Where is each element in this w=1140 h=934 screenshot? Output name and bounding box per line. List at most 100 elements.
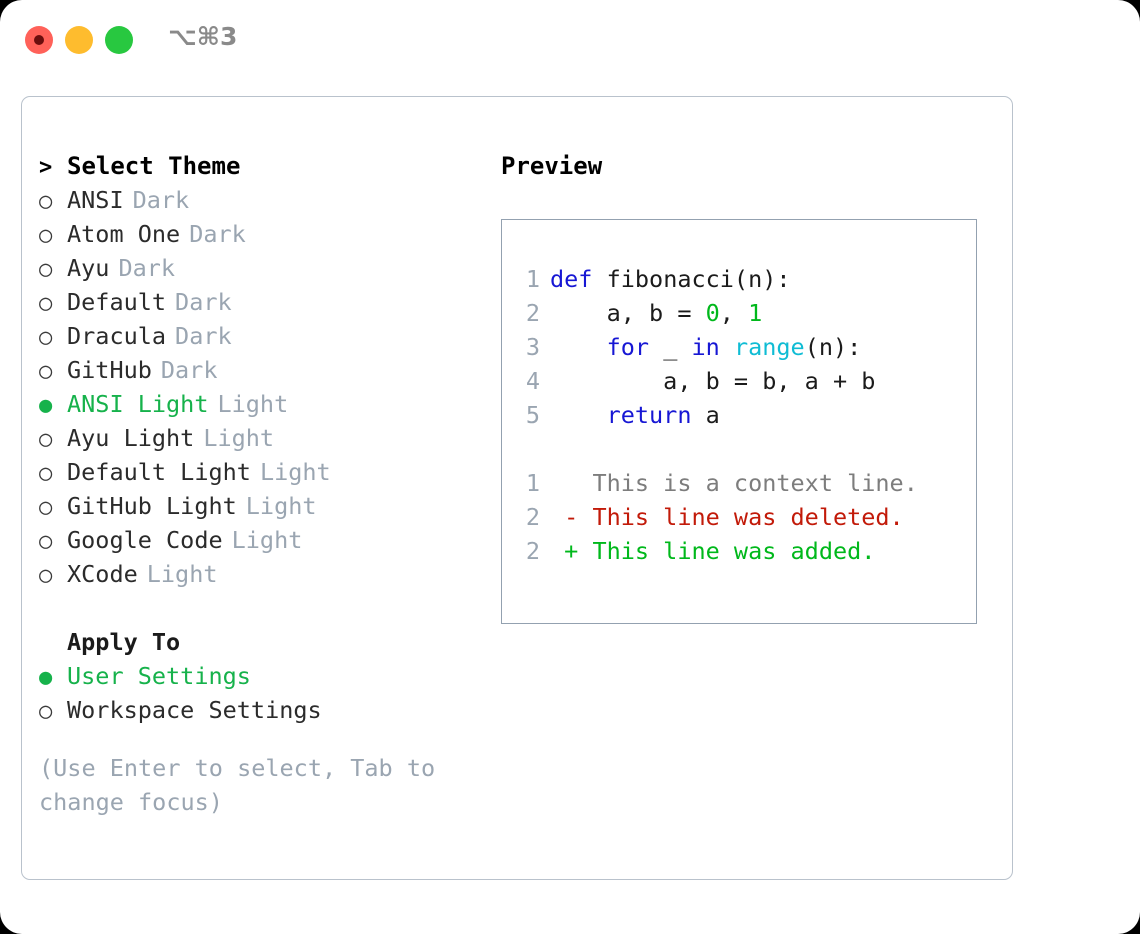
line-number: 2 <box>525 299 540 327</box>
section-spacer <box>39 591 479 625</box>
line-number: 1 <box>525 469 540 497</box>
code-token: 1 <box>748 299 763 327</box>
code-token <box>720 333 734 361</box>
radio-selected-icon: ● <box>39 665 53 690</box>
code-token: 0 <box>705 299 720 327</box>
theme-list-item[interactable]: ○ Default Dark <box>39 285 479 319</box>
code-token <box>550 333 607 361</box>
code-token: return <box>606 401 692 429</box>
preview-title: Preview <box>501 152 603 180</box>
theme-list-item[interactable]: ○ Ayu Light Light <box>39 421 479 455</box>
recording-indicator-icon <box>34 35 44 45</box>
diff-line-text: + This line was added. <box>550 537 876 565</box>
code-diff-spacer <box>514 432 970 466</box>
theme-mode-badge: Light <box>203 424 275 452</box>
apply-to-option-label: User Settings <box>67 662 251 690</box>
code-token: _ <box>649 333 692 361</box>
theme-name: GitHub <box>67 356 152 384</box>
apply-to-option[interactable]: ○ Workspace Settings <box>39 693 479 727</box>
maximize-button[interactable] <box>105 26 133 54</box>
apply-to-option[interactable]: ● User Settings <box>39 659 479 693</box>
code-preview: 1 def fibonacci(n): 2 a, b = 0, 1 3 for _ i… <box>514 262 970 568</box>
theme-name: Default <box>67 288 167 316</box>
keyboard-shortcut-label: ⌥⌘3 <box>168 22 238 51</box>
radio-unselected-icon: ○ <box>39 223 53 248</box>
line-number: 4 <box>525 367 540 395</box>
close-button[interactable] <box>25 26 53 54</box>
radio-unselected-icon: ○ <box>39 325 53 350</box>
preview-column: Preview 1 def fibonacci(n): 2 a, b = 0, 1 3… <box>501 149 991 624</box>
diff-line: 1 This is a context line. <box>514 466 970 500</box>
diff-line: 2 + This line was added. <box>514 534 970 568</box>
radio-unselected-icon: ○ <box>39 427 53 452</box>
diff-sample: 1 This is a context line.2 - This line w… <box>514 466 970 568</box>
code-line: 4 a, b = b, a + b <box>514 364 970 398</box>
apply-to-label: Apply To <box>67 628 181 656</box>
theme-mode-badge: Dark <box>175 288 232 316</box>
code-line: 5 return a <box>514 398 970 432</box>
diff-line-text: - This line was deleted. <box>550 503 904 531</box>
radio-unselected-icon: ○ <box>39 291 53 316</box>
theme-mode-badge: Dark <box>118 254 176 282</box>
theme-picker-header: >Select Theme <box>39 149 479 183</box>
code-token: a <box>691 401 720 429</box>
theme-name: XCode <box>67 560 138 588</box>
line-number: 5 <box>525 401 540 429</box>
theme-list-item[interactable]: ○ Google Code Light <box>39 523 479 557</box>
spacer-marker: ○ <box>39 627 67 661</box>
code-token: def <box>550 265 593 293</box>
code-token: a, b = <box>550 299 706 327</box>
diff-line: 2 - This line was deleted. <box>514 500 970 534</box>
radio-unselected-icon: ○ <box>39 495 53 520</box>
preview-box: 1 def fibonacci(n): 2 a, b = 0, 1 3 for _ i… <box>501 219 977 624</box>
line-number: 2 <box>525 503 540 531</box>
theme-mode-badge: Light <box>259 458 331 486</box>
theme-name: ANSI Light <box>67 390 209 418</box>
theme-name: Google Code <box>67 526 223 554</box>
radio-unselected-icon: ○ <box>39 699 53 724</box>
theme-name: Ayu <box>67 254 110 282</box>
theme-name: Atom One <box>67 220 181 248</box>
theme-list-item[interactable]: ○ GitHub Light Light <box>39 489 479 523</box>
theme-mode-badge: Light <box>231 526 303 554</box>
code-token: in <box>691 333 720 361</box>
code-sample: 1 def fibonacci(n): 2 a, b = 0, 1 3 for _ i… <box>514 262 970 432</box>
code-token: , <box>719 299 749 327</box>
theme-mode-badge: Dark <box>132 186 190 214</box>
theme-mode-badge: Dark <box>160 356 218 384</box>
theme-mode-badge: Light <box>245 492 317 520</box>
radio-selected-icon: ● <box>39 393 53 418</box>
code-token: (n): <box>804 333 862 361</box>
code-token <box>550 401 607 429</box>
code-line: 1 def fibonacci(n): <box>514 262 970 296</box>
theme-name: Dracula <box>67 322 167 350</box>
code-line: 3 for _ in range(n): <box>514 330 970 364</box>
line-number: 1 <box>525 265 540 293</box>
apply-to-list: ● User Settings ○ Workspace Settings <box>39 659 479 727</box>
radio-unselected-icon: ○ <box>39 189 53 214</box>
radio-unselected-icon: ○ <box>39 529 53 554</box>
radio-unselected-icon: ○ <box>39 461 53 486</box>
caret-icon: > <box>39 155 53 180</box>
code-token: fibonacci(n): <box>592 265 791 293</box>
line-number: 3 <box>525 333 540 361</box>
theme-mode-badge: Light <box>217 390 289 418</box>
theme-list-item[interactable]: ● ANSI Light Light <box>39 387 479 421</box>
theme-name: Ayu Light <box>67 424 195 452</box>
apply-to-option-label: Workspace Settings <box>67 696 322 724</box>
minimize-button[interactable] <box>65 26 93 54</box>
line-number: 2 <box>525 537 540 565</box>
apply-to-header: ○Apply To <box>39 625 479 659</box>
code-token: a, b = b, a + b <box>550 367 876 395</box>
theme-name: GitHub Light <box>67 492 237 520</box>
code-token: for <box>606 333 650 361</box>
